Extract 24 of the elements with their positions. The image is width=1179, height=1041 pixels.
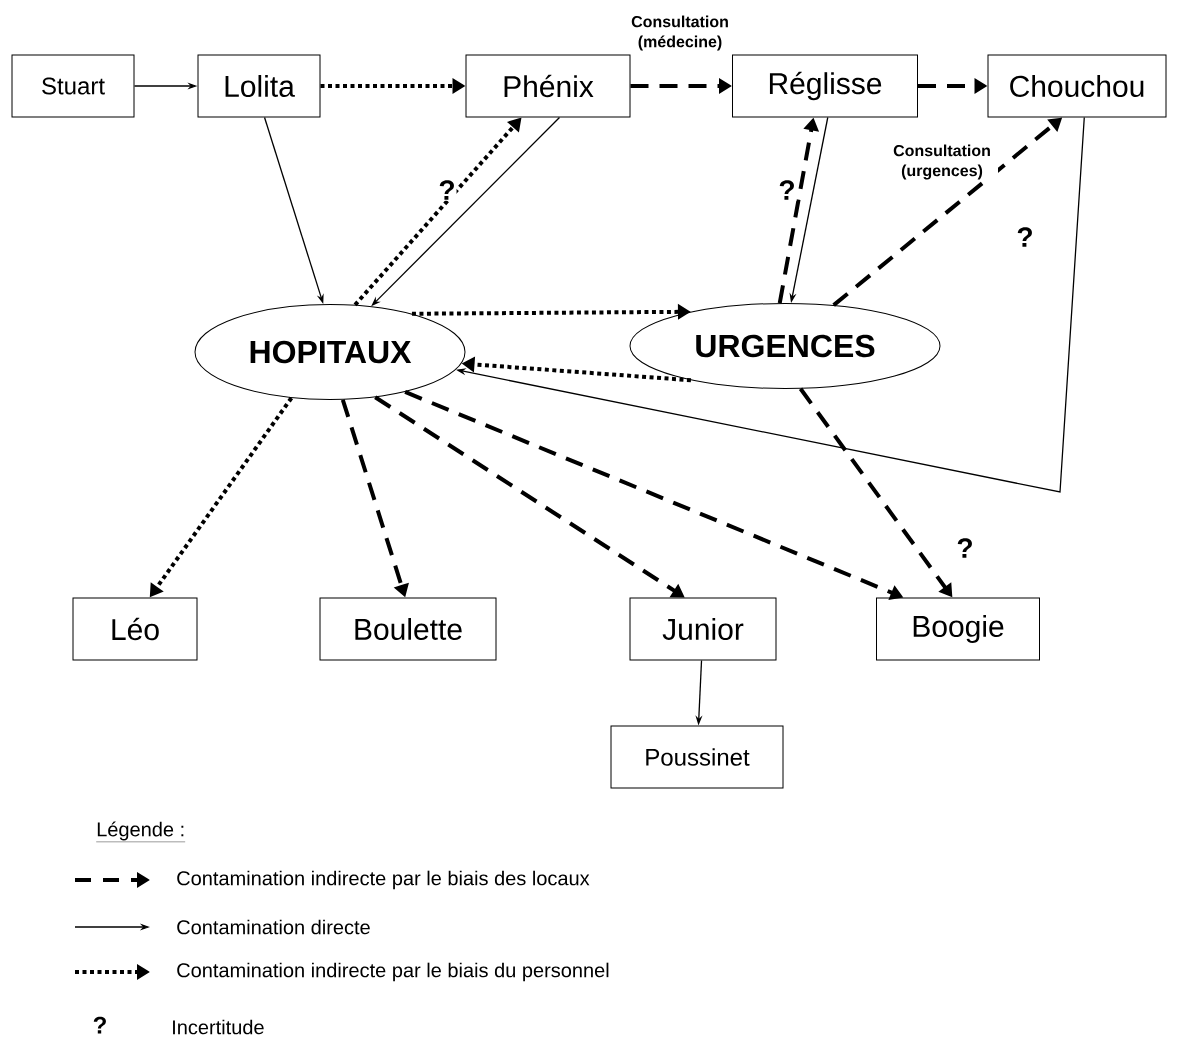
name-box: Boulette xyxy=(319,597,497,661)
name-box: Chouchou xyxy=(987,54,1167,118)
name-box: Lolita xyxy=(197,54,321,118)
name-box: Stuart xyxy=(11,54,135,118)
legend-title: Légende : xyxy=(96,821,186,843)
legend-text: Contamination indirecte par le biais du personnel xyxy=(177,962,609,982)
question-mark: ? xyxy=(1017,227,1032,247)
edge-label: ? xyxy=(777,179,797,201)
name-box: Phénix xyxy=(465,54,631,118)
name-box: Boogie xyxy=(876,597,1040,661)
ellipse-node: URGENCES xyxy=(629,303,941,389)
legend-text: Contamination directe xyxy=(177,919,370,935)
edge-label: Consultation (urgences) xyxy=(886,143,998,181)
edge-label: ? xyxy=(955,537,975,559)
legend-text: Contamination indirecte par le biais des locaux xyxy=(177,870,590,890)
name-box: Poussinet xyxy=(610,725,784,789)
name-box: Réglisse xyxy=(732,54,918,118)
question-mark: ? xyxy=(93,1016,106,1034)
name-box: Junior xyxy=(629,597,777,661)
legend-text: Incertitude xyxy=(173,1019,264,1035)
name-box: Léo xyxy=(72,597,198,661)
ellipse-node: HOPITAUX xyxy=(194,304,466,400)
edge-label: Consultation (médecine) xyxy=(624,14,736,52)
edge-label: ? xyxy=(437,179,457,201)
